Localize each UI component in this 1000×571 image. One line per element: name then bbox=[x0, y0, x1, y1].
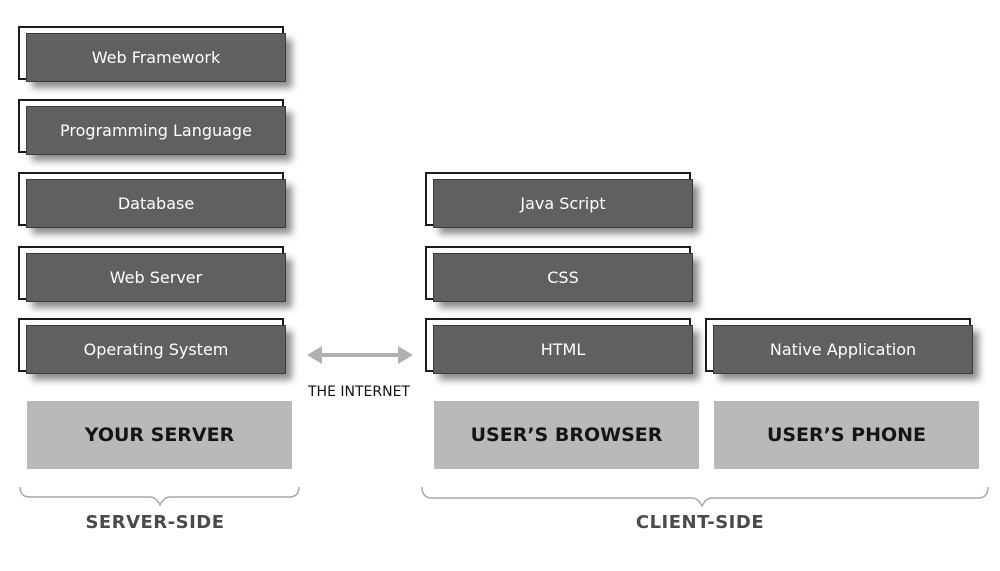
operating-system-box: Operating System bbox=[18, 318, 286, 374]
client-side-brace bbox=[421, 486, 989, 508]
html-label: HTML bbox=[433, 325, 693, 374]
users-phone-block: USER’S PHONE bbox=[714, 401, 979, 469]
html-box: HTML bbox=[425, 318, 693, 374]
programming-language-box: Programming Language bbox=[18, 99, 286, 155]
programming-language-label: Programming Language bbox=[26, 106, 286, 155]
database-box: Database bbox=[18, 172, 286, 228]
native-application-label: Native Application bbox=[713, 325, 973, 374]
web-server-label: Web Server bbox=[26, 253, 286, 302]
css-label: CSS bbox=[433, 253, 693, 302]
users-browser-block: USER’S BROWSER bbox=[434, 401, 699, 469]
server-side-brace bbox=[19, 486, 300, 507]
internet-arrow-icon bbox=[307, 346, 413, 364]
operating-system-label: Operating System bbox=[26, 325, 286, 374]
javascript-label: Java Script bbox=[433, 179, 693, 228]
web-server-box: Web Server bbox=[18, 246, 286, 302]
internet-label: THE INTERNET bbox=[308, 384, 410, 400]
client-side-label: CLIENT-SIDE bbox=[635, 512, 765, 533]
web-framework-label: Web Framework bbox=[26, 33, 286, 82]
css-box: CSS bbox=[425, 246, 693, 302]
javascript-box: Java Script bbox=[425, 172, 693, 228]
server-side-label: SERVER-SIDE bbox=[85, 512, 225, 533]
your-server-block: YOUR SERVER bbox=[27, 401, 292, 469]
web-framework-box: Web Framework bbox=[18, 26, 286, 82]
native-application-box: Native Application bbox=[705, 318, 973, 374]
database-label: Database bbox=[26, 179, 286, 228]
